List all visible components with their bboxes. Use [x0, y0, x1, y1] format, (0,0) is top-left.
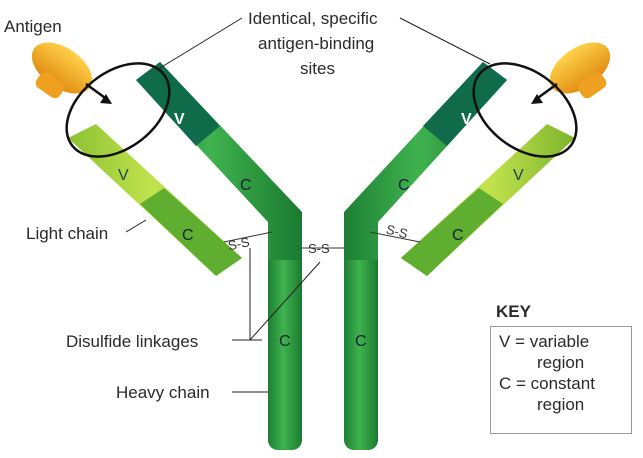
key-v-line1: V = variable: [499, 332, 590, 351]
heavy-chain-left-arm: [136, 62, 302, 260]
label-binding-sites-3: sites: [300, 59, 335, 78]
region-c-heavy-left: C: [240, 177, 252, 194]
label-heavy-chain: Heavy chain: [116, 383, 210, 402]
binding-site-ring-left: [65, 62, 171, 158]
heavy-chain-right-arm: [344, 62, 507, 260]
region-c-light-left: C: [182, 227, 194, 244]
light-chain-left: [68, 124, 242, 276]
region-c-heavy-right: C: [398, 177, 410, 194]
disulfide-ticks: [223, 231, 421, 249]
arrow-right: [531, 82, 558, 104]
label-antigen: Antigen: [4, 17, 62, 36]
region-v-heavy-right: V: [461, 111, 472, 128]
region-v-heavy-left: V: [174, 111, 185, 128]
region-c-stem-left: C: [279, 333, 291, 350]
key-panel: KEY V = variable region C = constant reg…: [490, 302, 632, 434]
antigen-left: [31, 42, 93, 99]
label-disulfide: Disulfide linkages: [66, 332, 198, 351]
region-c-light-right: C: [452, 227, 464, 244]
key-body: V = variable region C = constant region: [490, 326, 632, 434]
ss-label-left: S-S: [227, 234, 252, 253]
label-binding-sites-2: antigen-binding: [258, 34, 374, 53]
ss-label-right: S-S: [385, 222, 410, 242]
region-v-light-left: V: [118, 167, 129, 184]
leader-lines: [125, 17, 491, 393]
label-binding-sites-1: Identical, specific: [248, 9, 378, 28]
region-v-light-right: V: [513, 167, 524, 184]
key-c-line1: C = constant: [499, 374, 595, 393]
antigen-right: [549, 42, 611, 99]
light-chain-right: [401, 124, 575, 276]
key-v-line2: region: [537, 353, 585, 372]
arrow-left: [85, 82, 112, 104]
binding-site-ring-right: [472, 62, 578, 158]
label-light-chain: Light chain: [26, 224, 108, 243]
heavy-chain-left-stem: [268, 240, 302, 450]
key-c-line2: region: [537, 395, 585, 414]
region-c-stem-right: C: [355, 333, 367, 350]
key-title: KEY: [496, 302, 531, 321]
heavy-chain-right-stem: [344, 240, 378, 450]
ss-label-center: S-S: [308, 241, 330, 256]
